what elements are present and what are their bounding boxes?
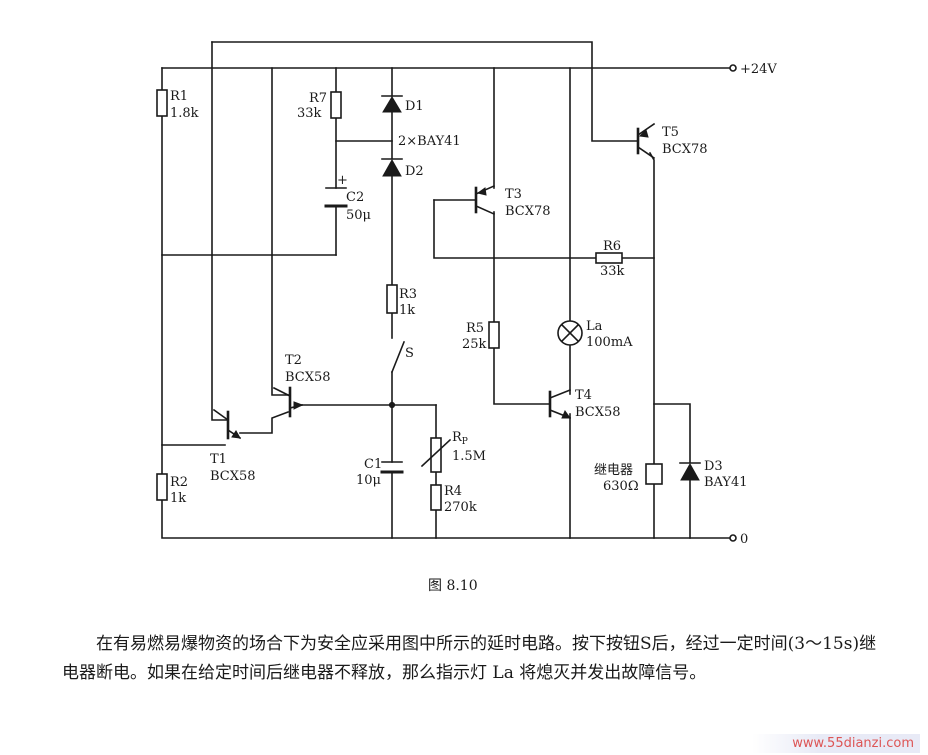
label-r2-ref: R2	[170, 475, 188, 490]
resistor-r5	[488, 321, 500, 349]
label-c2-value: 50μ	[346, 208, 371, 223]
potentiometer-rp	[420, 437, 452, 473]
label-c2-plus: +	[337, 173, 348, 188]
label-c1-ref: C1	[364, 457, 382, 472]
push-button-s	[390, 340, 406, 374]
label-t3-ref: T3	[505, 187, 522, 202]
capacitor-c2	[324, 187, 348, 208]
description-paragraph: 在有易燃易爆物资的场合下为安全应采用图中所示的延时电路。按下按钮S后，经过一定时…	[62, 634, 877, 683]
transistor-t5	[636, 122, 656, 160]
label-d3-value: BAY41	[704, 475, 748, 490]
label-r7-value: 33k	[297, 106, 322, 121]
resistor-r6	[595, 252, 623, 264]
transistor-t1	[212, 408, 242, 440]
label-relay-ref: 继电器	[594, 463, 633, 478]
label-diode-pair-value: 2×BAY41	[398, 134, 461, 149]
label-r6-ref: R6	[603, 239, 621, 254]
label-r1-value: 1.8k	[170, 106, 199, 121]
label-d3-ref: D3	[704, 459, 723, 474]
junctions	[388, 401, 396, 409]
resistor-r4	[430, 484, 442, 511]
label-r3-ref: R3	[399, 287, 417, 302]
label-rp-value: 1.5M	[452, 449, 486, 464]
transistor-t2	[272, 386, 304, 418]
label-t4-ref: T4	[575, 388, 592, 403]
label-r1-ref: R1	[170, 89, 188, 104]
indicator-lamp-la	[557, 320, 583, 346]
label-lamp-ref: La	[586, 319, 603, 334]
label-d1-ref: D1	[405, 99, 424, 114]
label-t4-value: BCX58	[575, 405, 621, 420]
label-r4-value: 270k	[444, 500, 477, 515]
label-c2-ref: C2	[346, 190, 364, 205]
figure-caption: 图 8.10	[428, 578, 478, 594]
label-r4-ref: R4	[444, 484, 462, 499]
label-t1-value: BCX58	[210, 469, 256, 484]
capacitor-c1	[380, 461, 404, 474]
label-c1-value: 10μ	[356, 473, 381, 488]
label-r5-value: 25k	[462, 337, 487, 352]
label-rp-ref: RP	[452, 430, 468, 447]
terminal-ground	[729, 534, 737, 542]
label-t2-value: BCX58	[285, 370, 331, 385]
label-r2-value: 1k	[170, 491, 186, 506]
label-t3-value: BCX78	[505, 204, 551, 219]
resistor-r7	[330, 91, 342, 119]
diode-d1	[381, 95, 403, 113]
terminal-supply	[729, 64, 737, 72]
label-t2-ref: T2	[285, 353, 302, 368]
component-labels: R1 1.8k R7 33k D1 2×BAY41 D2 + C2 50μ T3…	[170, 62, 777, 547]
watermark: www.55dianzi.com	[752, 734, 920, 753]
description-text: 在有易燃易爆物资的场合下为安全应采用图中所示的延时电路。按下按钮S后，经过一定时…	[62, 630, 892, 688]
label-lamp-value: 100mA	[586, 335, 633, 350]
diode-d2	[381, 158, 403, 177]
resistor-r2	[156, 473, 168, 501]
label-switch-ref: S	[405, 346, 414, 361]
label-r3-value: 1k	[399, 303, 415, 318]
relay-coil	[645, 463, 663, 485]
label-ground: 0	[740, 532, 748, 547]
label-relay-value: 630Ω	[603, 479, 639, 494]
transistor-t3	[474, 184, 496, 216]
label-t5-ref: T5	[662, 125, 679, 140]
transistor-t4	[548, 388, 572, 420]
label-supply: +24V	[740, 62, 777, 77]
label-t1-ref: T1	[210, 452, 227, 467]
label-r6-value: 33k	[600, 264, 625, 279]
label-t5-value: BCX78	[662, 142, 708, 157]
label-r5-ref: R5	[466, 321, 484, 336]
diode-d3	[679, 462, 701, 481]
resistor-r3	[386, 284, 398, 314]
label-r7-ref: R7	[309, 91, 327, 106]
resistor-r1	[156, 89, 168, 117]
wires	[161, 41, 731, 539]
label-d2-ref: D2	[405, 164, 424, 179]
